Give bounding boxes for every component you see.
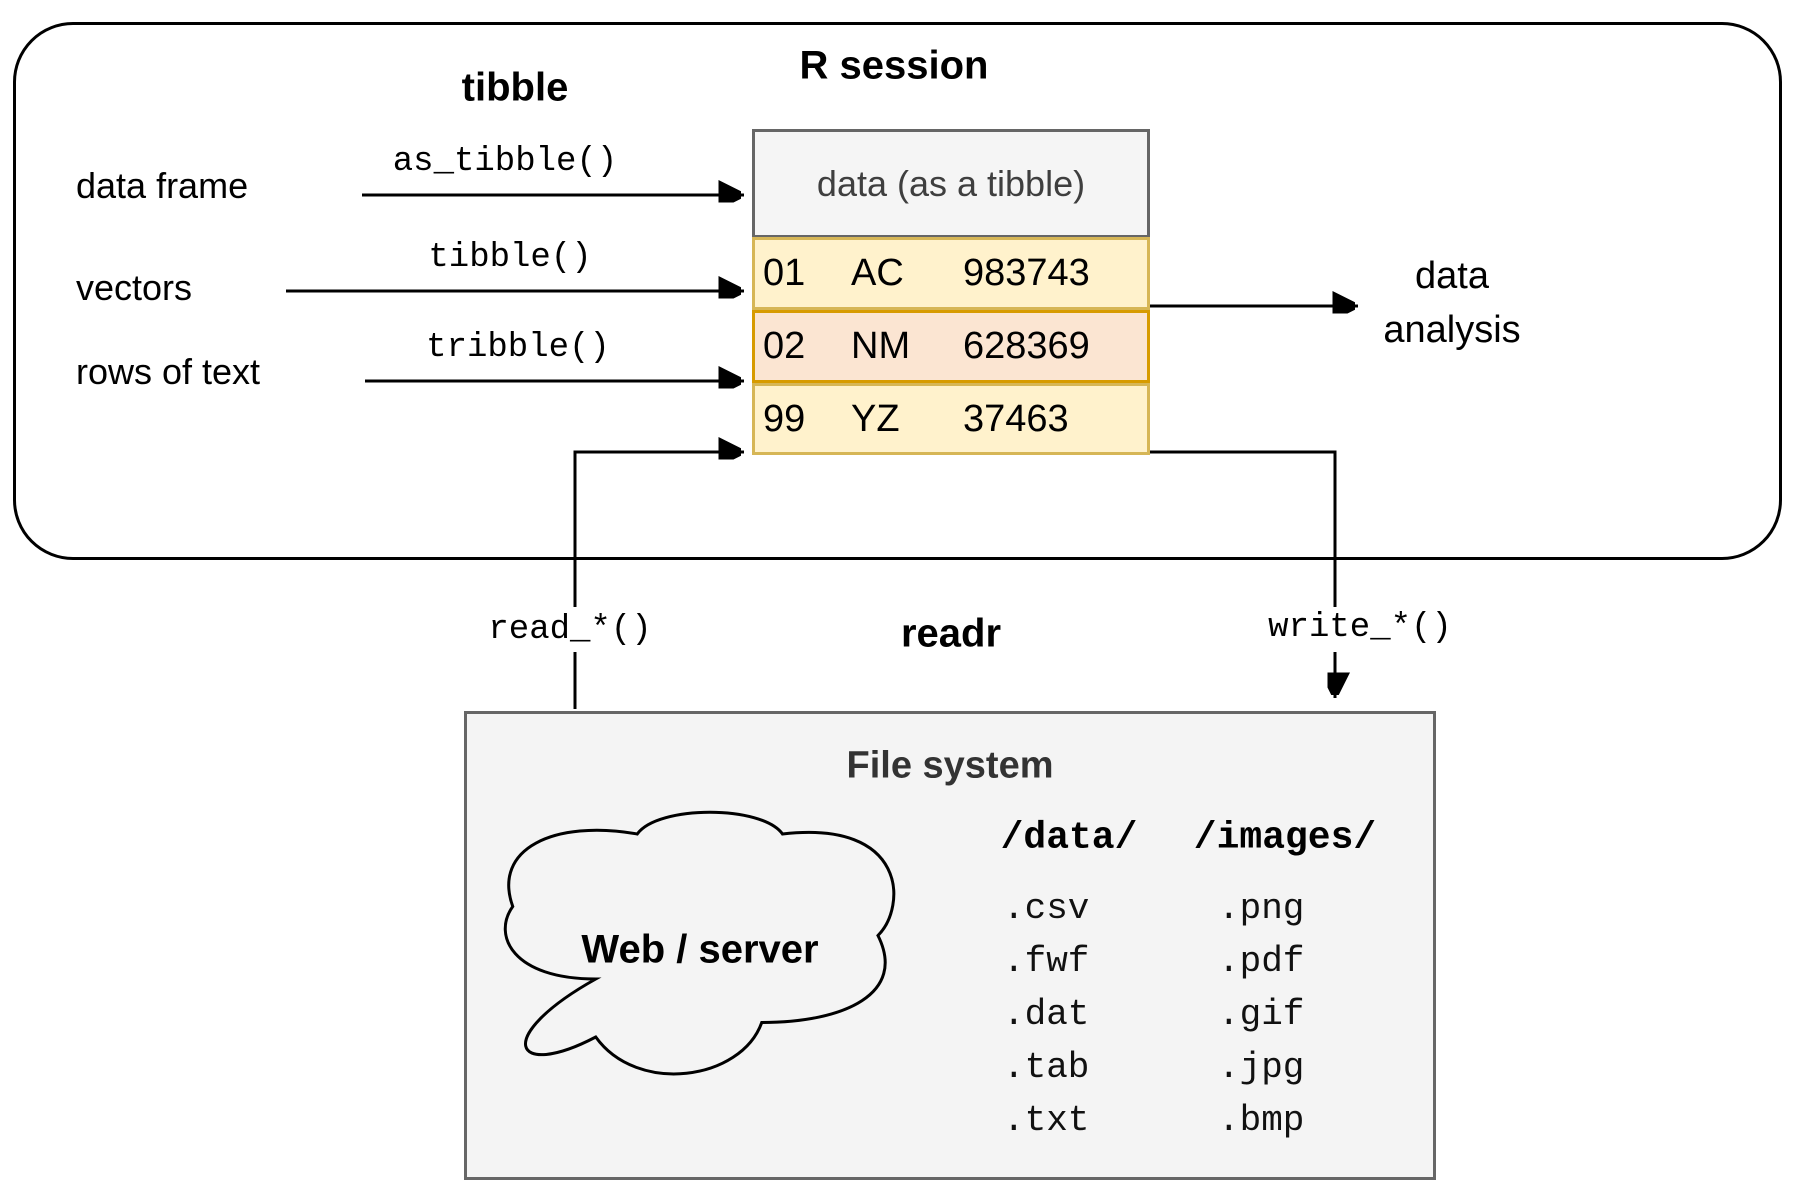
images-extensions-list: .png .pdf .gif .jpg .bmp — [1218, 882, 1304, 1147]
readr-title: readr — [900, 611, 1002, 656]
source-label-data-frame: data frame — [76, 165, 249, 206]
data-analysis-label: data analysis — [1383, 249, 1520, 357]
fn-label-write: write_*() — [1268, 609, 1452, 647]
list-item: .txt — [1003, 1100, 1090, 1141]
list-item: .gif — [1218, 994, 1305, 1035]
list-item: .dat — [1003, 994, 1090, 1035]
cell-code: AC — [851, 252, 904, 294]
data-analysis-line2: analysis — [1383, 309, 1521, 351]
list-item: .pdf — [1218, 941, 1305, 982]
cell-value: 37463 — [963, 397, 1069, 440]
cell-value: 983743 — [963, 252, 1090, 294]
web-server-label: Web / server — [581, 927, 819, 972]
list-item: .bmp — [1218, 1100, 1305, 1141]
tibble-table-header-label: data (as a tibble) — [816, 162, 1086, 204]
list-item: .png — [1218, 888, 1305, 929]
data-extensions-list: .csv .fwf .dat .tab .txt — [1003, 882, 1089, 1147]
list-item: .fwf — [1003, 941, 1090, 982]
fn-label-read: read_*() — [488, 611, 652, 649]
cell-code: YZ — [851, 397, 900, 440]
fn-label-tribble: tribble() — [426, 329, 610, 367]
fn-label-tibble: tibble() — [428, 239, 592, 277]
list-item: .csv — [1003, 888, 1090, 929]
source-label-rows-of-text: rows of text — [76, 351, 261, 392]
data-analysis-line1: data — [1415, 255, 1489, 297]
cell-id: 02 — [763, 325, 806, 367]
r-session-title: R session — [799, 43, 989, 88]
source-label-vectors: vectors — [76, 267, 193, 308]
cell-id: 99 — [763, 397, 806, 440]
cell-code: NM — [851, 325, 911, 367]
folder-name-data: /data/ — [1000, 816, 1138, 860]
tibble-title: tibble — [461, 65, 569, 110]
cell-value: 628369 — [963, 325, 1090, 367]
file-system-title: File system — [846, 744, 1054, 787]
folder-name-images: /images/ — [1193, 816, 1377, 860]
table-row: 02 NM 628369 — [752, 310, 1150, 383]
cell-id: 01 — [763, 252, 806, 294]
list-item: .jpg — [1218, 1047, 1305, 1088]
list-item: .tab — [1003, 1047, 1090, 1088]
table-row: 01 AC 983743 — [752, 237, 1150, 310]
tibble-table-header: data (as a tibble) — [752, 129, 1150, 238]
fn-label-as-tibble: as_tibble() — [392, 143, 618, 181]
table-row: 99 YZ 37463 — [752, 383, 1150, 455]
